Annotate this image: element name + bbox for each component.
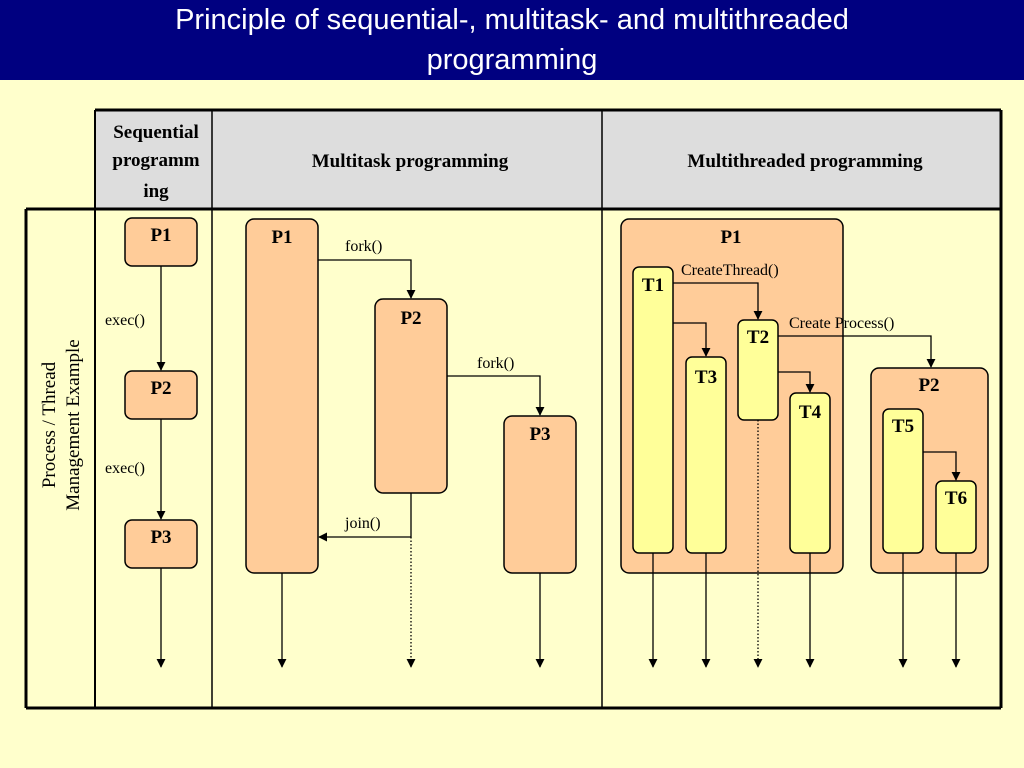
slide-title: Principle of sequential-, multitask- and… xyxy=(0,0,1024,80)
mt-fork1-label: fork() xyxy=(345,238,382,255)
mth-t5-label: T5 xyxy=(892,416,914,437)
seq-exec1-label: exec() xyxy=(105,312,145,329)
header-sequential-line3: ing xyxy=(143,181,169,202)
mth-t3-label: T3 xyxy=(695,367,717,388)
header-row-bg xyxy=(95,110,1001,209)
mth-t2-to-t4-arrow xyxy=(778,371,815,393)
mth-createprocess-arrow xyxy=(778,335,936,368)
mth-p2-label: P2 xyxy=(918,375,939,396)
mth-t6-label: T6 xyxy=(945,488,967,509)
mth-t1-box xyxy=(632,266,674,554)
header-multithreaded: Multithreaded programming xyxy=(687,151,923,172)
seq-p3-label: P3 xyxy=(150,527,171,548)
mt-fork2-arrow xyxy=(447,375,545,416)
slide-title-line1: Principle of sequential-, multitask- and… xyxy=(175,4,849,36)
mth-t5-to-t6-arrow xyxy=(923,451,961,481)
seq-p2-label: P2 xyxy=(150,378,171,399)
header-sequential-line2: programm xyxy=(112,150,199,171)
mth-createprocess-label: Create Process() xyxy=(789,315,894,332)
mth-p1-process-box xyxy=(620,218,844,574)
slide-title-line2: programming xyxy=(426,44,598,76)
mth-t4-label: T4 xyxy=(799,402,822,423)
header-multitask: Multitask programming xyxy=(312,151,509,172)
mt-p1-box xyxy=(245,218,319,574)
mt-p3-label: P3 xyxy=(529,424,550,445)
mt-fork2-label: fork() xyxy=(477,355,514,372)
table-grid xyxy=(24,108,1003,710)
row-label-line1: Process / Thread xyxy=(39,361,60,488)
mt-join-label: join() xyxy=(344,515,381,532)
mth-p1-label: P1 xyxy=(720,227,741,248)
mth-t1-label: T1 xyxy=(642,275,664,296)
mth-t1-to-t3-arrow xyxy=(673,322,711,357)
header-sequential-line1: Sequential xyxy=(113,122,199,143)
mt-p2-label: P2 xyxy=(400,308,421,329)
mth-createthread-arrow xyxy=(673,282,763,320)
mt-fork1-arrow xyxy=(318,259,416,299)
mth-createthread-label: CreateThread() xyxy=(681,262,779,279)
mth-t2-label: T2 xyxy=(747,327,769,348)
seq-exec2-label: exec() xyxy=(105,460,145,477)
mt-p1-label: P1 xyxy=(271,227,292,248)
seq-p1-label: P1 xyxy=(150,225,171,246)
row-label-line2: Management Example xyxy=(63,339,84,510)
